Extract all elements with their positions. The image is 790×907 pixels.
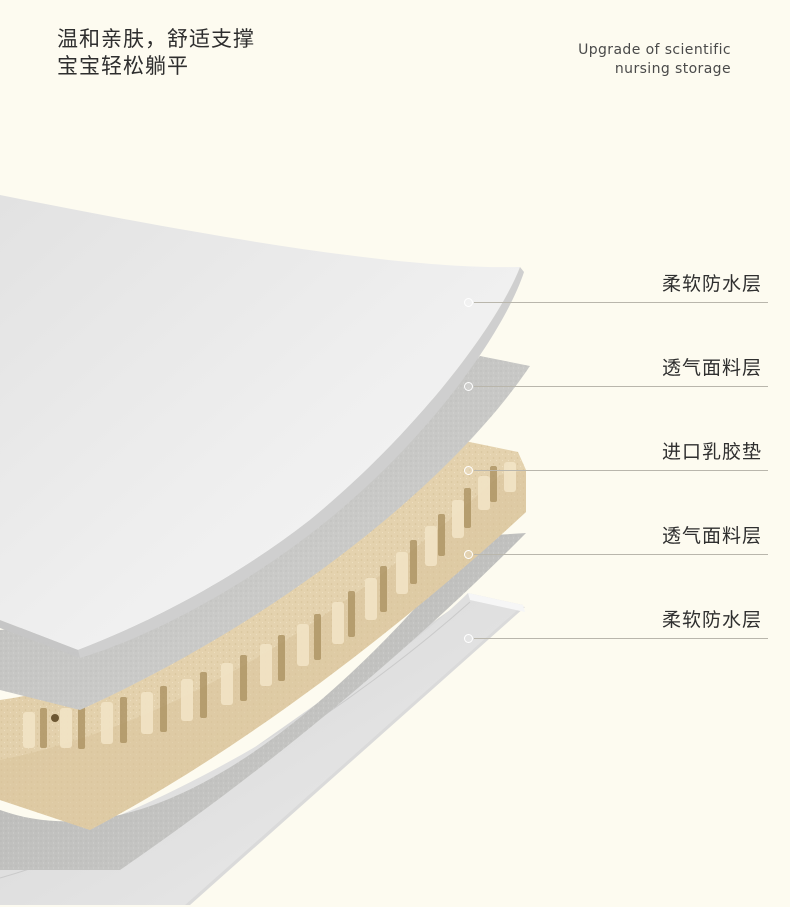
layer-label-5: 柔软防水层 — [661, 609, 762, 631]
headline-line-1: 温和亲肤，舒适支撑 — [57, 27, 255, 51]
layer-label-4: 透气面料层 — [661, 525, 762, 547]
top-waterproof-layer — [0, 195, 524, 658]
lower-fabric-layer — [0, 533, 526, 870]
subtitle-line-1: Upgrade of scientific — [578, 42, 731, 58]
marker-dot-1 — [464, 298, 473, 307]
layer-label-3: 进口乳胶垫 — [661, 441, 762, 463]
marker-dot-3 — [464, 466, 473, 475]
headline-line-2: 宝宝轻松躺平 — [57, 54, 189, 78]
latex-foam-layer — [0, 440, 526, 830]
subtitle-line-2: nursing storage — [614, 61, 731, 77]
leader-line-5 — [474, 638, 768, 639]
layer-label-1: 柔软防水层 — [661, 273, 762, 295]
english-subtitle: Upgrade of scientific nursing storage — [578, 41, 731, 79]
leader-line-2 — [474, 386, 768, 387]
leader-line-4 — [474, 554, 768, 555]
layer-label-2: 透气面料层 — [661, 357, 762, 379]
leader-line-1 — [474, 302, 768, 303]
headline: 温和亲肤，舒适支撑 宝宝轻松躺平 — [57, 26, 255, 80]
marker-dot-2 — [464, 382, 473, 391]
marker-dot-5 — [464, 634, 473, 643]
leader-line-3 — [474, 470, 768, 471]
marker-dot-4 — [464, 550, 473, 559]
